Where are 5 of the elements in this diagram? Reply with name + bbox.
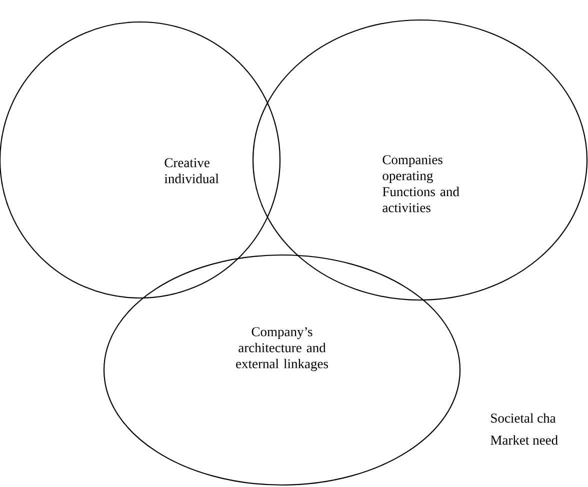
note-text: Market need xyxy=(490,435,558,445)
ellipse-label: Companies operating Functions and activities xyxy=(382,155,460,212)
ellipse-label: Creative individual xyxy=(164,158,219,184)
ellipse-label: Company’s architecture and external linkages xyxy=(236,327,328,372)
note-text: Societal cha xyxy=(491,413,556,423)
